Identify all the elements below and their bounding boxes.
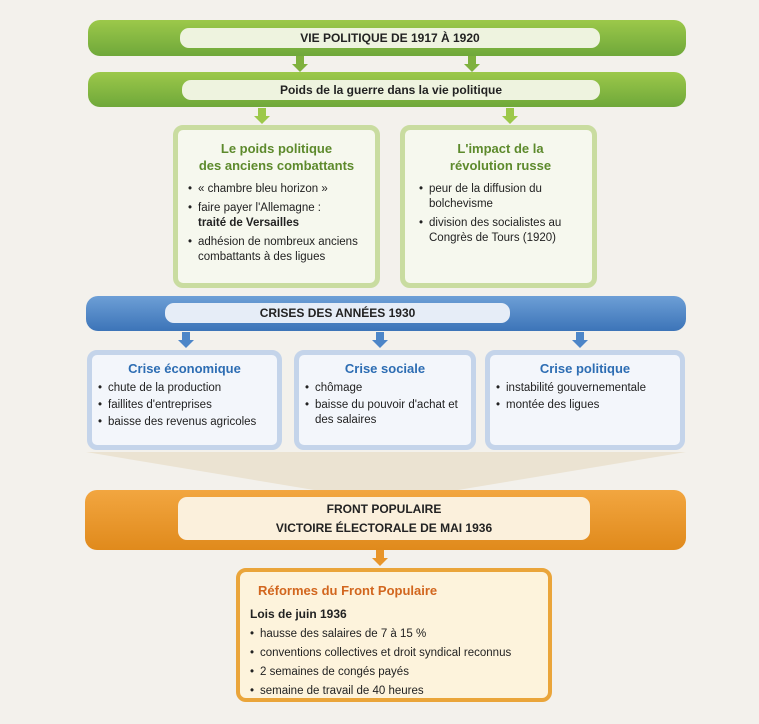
- list-item: hausse des salaires de 7 à 15 %: [250, 627, 538, 642]
- list-item: baisse du pouvoir d'achat et des salaire…: [305, 398, 465, 428]
- box-subtitle: Lois de juin 1936: [250, 607, 347, 621]
- item-text: faire payer l'Allemagne :: [198, 202, 322, 214]
- title-line: Le poids politique: [220, 141, 333, 156]
- banner-title: VIE POLITIQUE DE 1917 À 1920: [180, 28, 600, 48]
- box-title: Crise économique: [128, 361, 241, 376]
- list-item: baisse des revenus agricoles: [98, 415, 271, 430]
- title-line: VICTOIRE ÉLECTORALE DE MAI 1936: [275, 520, 493, 535]
- list-item: conventions collectives et droit syndica…: [250, 646, 538, 661]
- title-line: FRONT POPULAIRE: [326, 501, 442, 516]
- box-title: Le poids politique des anciens combattant…: [188, 140, 365, 174]
- title-line: L'impact de la: [457, 141, 544, 156]
- list-item: montée des ligues: [496, 398, 674, 413]
- list-item: semaine de travail de 40 heures: [250, 684, 538, 699]
- banner-title: FRONT POPULAIRE VICTOIRE ÉLECTORALE DE M…: [178, 497, 590, 540]
- box-crise-politique: Crise politique instabilité gouvernement…: [485, 350, 685, 450]
- banner-title: CRISES DES ANNÉES 1930: [165, 303, 510, 323]
- banner-poids-guerre: Poids de la guerre dans la vie politique: [88, 72, 686, 107]
- banner-front-populaire: FRONT POPULAIRE VICTOIRE ÉLECTORALE DE M…: [85, 490, 686, 550]
- list-item: faillites d'entreprises: [98, 398, 271, 413]
- box-title: Réformes du Front Populaire: [258, 583, 438, 598]
- item-bold-text: traité de Versailles: [198, 217, 300, 229]
- banner-subtitle: Poids de la guerre dans la vie politique: [182, 80, 600, 100]
- list-item: « chambre bleu horizon »: [188, 182, 365, 197]
- list-item: faire payer l'Allemagne : traité de Versa…: [188, 201, 365, 231]
- funnel-connector: [86, 452, 686, 490]
- title-line: révolution russe: [449, 158, 552, 173]
- title-line: des anciens combattants: [198, 158, 355, 173]
- list-item: 2 semaines de congés payés: [250, 665, 538, 680]
- box-crise-economique: Crise économique chute de la production …: [87, 350, 282, 450]
- box-crise-sociale: Crise sociale chômage baisse du pouvoir …: [294, 350, 476, 450]
- list-item: peur de la diffusion du bolchevisme: [419, 182, 582, 212]
- list-item: division des socialistes au Congrès de T…: [419, 216, 582, 246]
- banner-vie-politique: VIE POLITIQUE DE 1917 À 1920: [88, 20, 686, 56]
- box-reformes: Réformes du Front Populaire Lois de juin…: [236, 568, 552, 702]
- box-anciens-combattants: Le poids politique des anciens combattant…: [173, 125, 380, 288]
- banner-crises: CRISES DES ANNÉES 1930: [86, 296, 686, 331]
- list-item: chômage: [305, 381, 465, 396]
- list-item: adhésion de nombreux anciens combattants…: [188, 235, 365, 265]
- list-item: chute de la production: [98, 381, 271, 396]
- box-title: Crise sociale: [344, 361, 426, 376]
- box-title: L'impact de la révolution russe: [419, 140, 582, 174]
- list-item: instabilité gouvernementale: [496, 381, 674, 396]
- box-revolution-russe: L'impact de la révolution russe peur de l…: [400, 125, 597, 288]
- box-title: Crise politique: [539, 361, 631, 376]
